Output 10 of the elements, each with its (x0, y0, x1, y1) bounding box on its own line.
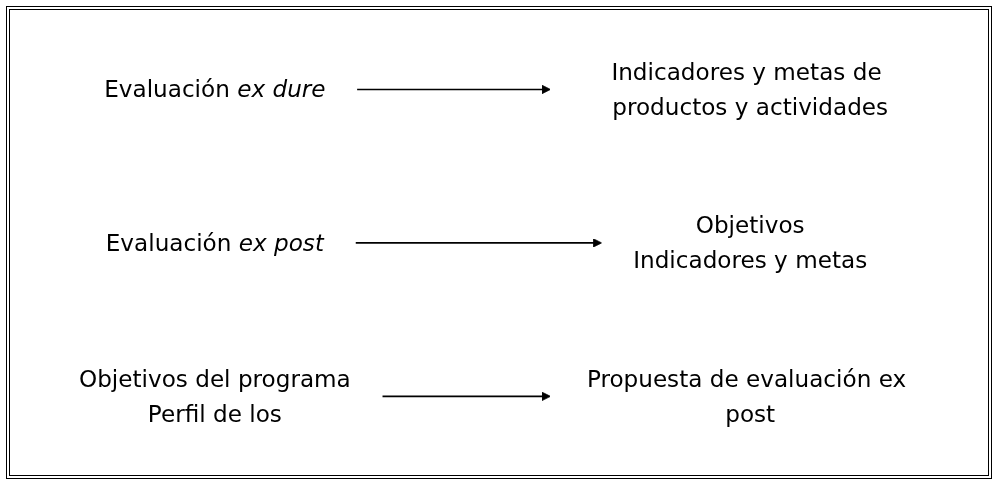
arrow (356, 84, 552, 94)
node-text: Propuesta de evaluación ex post (587, 365, 907, 427)
node-text: Objetivos del programa Perfil de los (79, 365, 352, 427)
arrow (355, 237, 603, 248)
node-text: Evaluación ex dure (104, 75, 326, 103)
diagram-frame: Evaluación ex dure Indicadores y metas de productos y actividades Evaluación ex post Objetivos Indicadores y metas Objetivos del programa Perfil de los Propuesta de evaluación ex post (6, 6, 992, 479)
node-text: Indicadores y metas de productos y actividades (611, 58, 889, 120)
node-text: Evaluación ex post (106, 229, 325, 256)
arrow (381, 391, 552, 401)
node-text: Objetivos Indicadores y metas (633, 212, 868, 273)
